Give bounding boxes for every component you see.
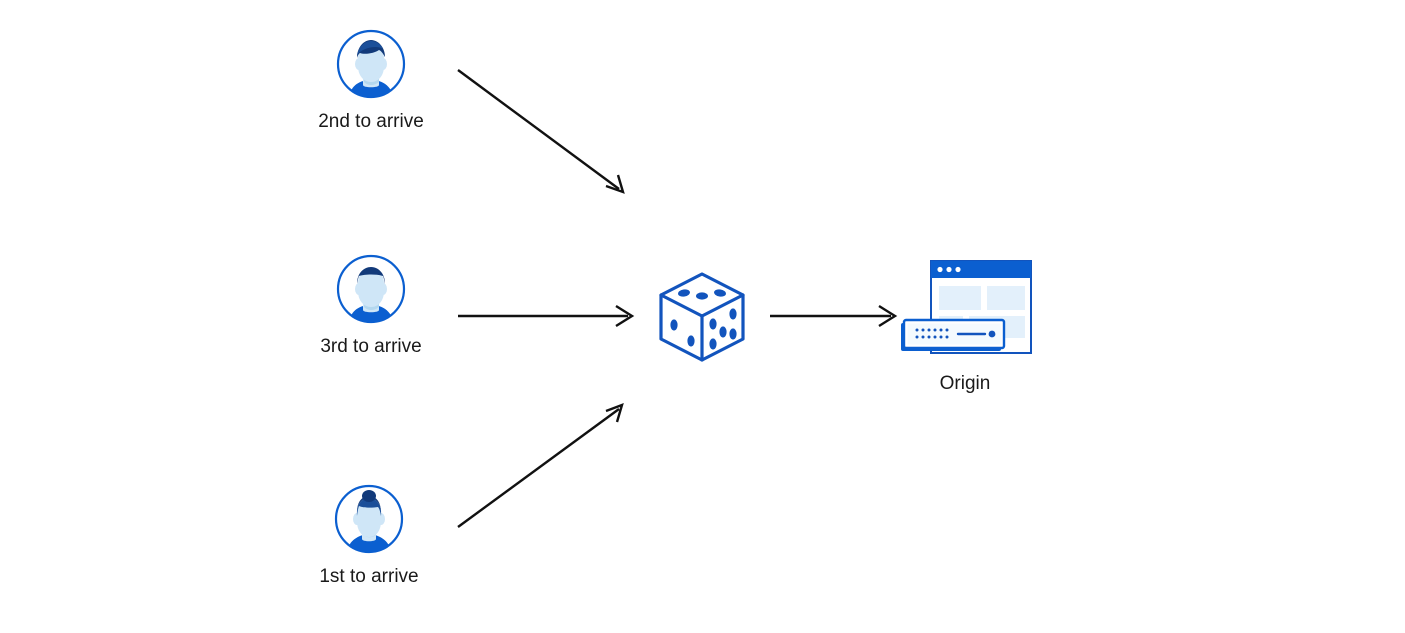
node-label: 3rd to arrive <box>320 336 422 357</box>
dice-icon <box>659 272 745 362</box>
node-label: Origin <box>939 373 991 394</box>
server-device-icon <box>901 318 1006 351</box>
arrow-2nd-to-dice <box>457 69 625 194</box>
user-avatar-icon <box>336 29 406 99</box>
node-label: 1st to arrive <box>319 566 419 587</box>
origin-server-icon <box>901 260 1032 354</box>
user-avatar-icon <box>334 484 404 554</box>
user-avatar-icon <box>336 254 406 324</box>
node-visitor-1st[interactable]: 1st to arrive <box>289 483 449 590</box>
node-visitor-3rd[interactable]: 3rd to arrive <box>291 253 451 360</box>
arrow-3rd-to-dice <box>458 304 635 328</box>
node-origin[interactable]: Origin <box>865 258 1065 397</box>
node-randomizer[interactable] <box>647 262 757 372</box>
node-visitor-2nd[interactable]: 2nd to arrive <box>291 28 451 135</box>
arrow-1st-to-dice <box>457 403 624 528</box>
node-label: 2nd to arrive <box>318 111 424 132</box>
